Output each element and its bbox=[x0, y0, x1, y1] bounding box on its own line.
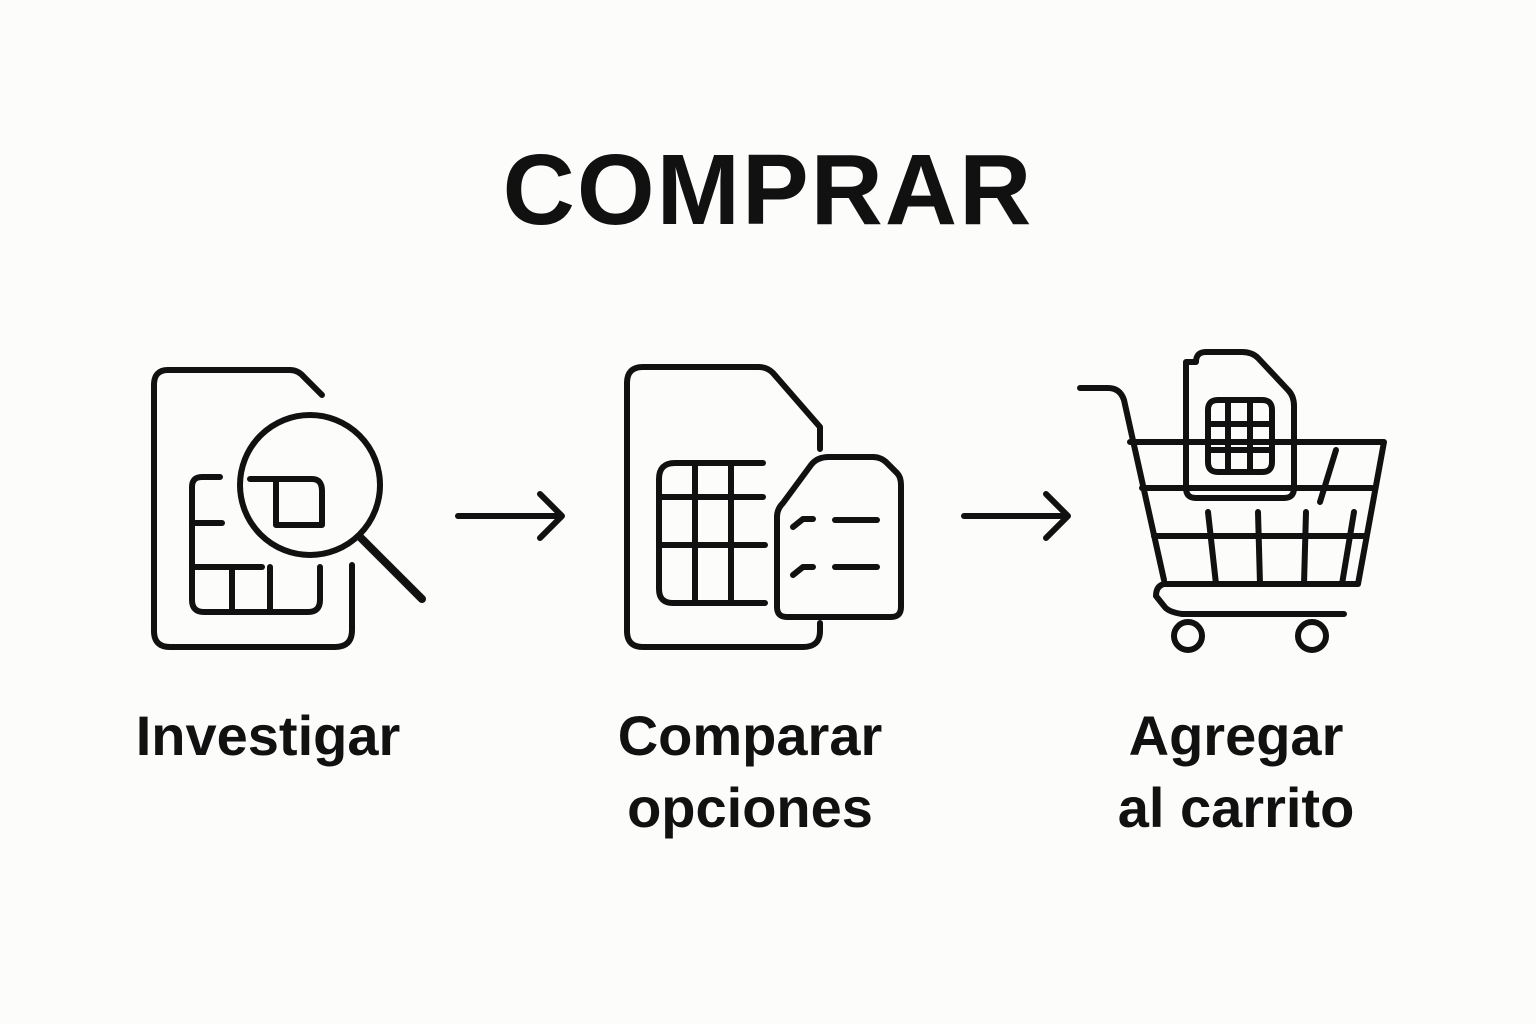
step-label-line: Agregar bbox=[1128, 704, 1344, 767]
step-label-line: al carrito bbox=[1117, 776, 1355, 839]
sim-cards-compare-icon bbox=[624, 364, 904, 650]
arrow-right-icon bbox=[961, 491, 1071, 541]
step-label-investigar: Investigar bbox=[58, 700, 478, 772]
arrow-right-icon bbox=[455, 491, 565, 541]
step-label-line: opciones bbox=[627, 776, 873, 839]
diagram-title: COMPRAR bbox=[502, 134, 1034, 246]
step-label-line: Comparar bbox=[617, 704, 883, 767]
sim-card-magnifier-icon bbox=[151, 367, 426, 650]
step-label-comparar-opciones: Comparar opciones bbox=[540, 700, 960, 844]
shopping-cart-sim-icon bbox=[1077, 349, 1387, 653]
step-label-agregar-al-carrito: Agregar al carrito bbox=[1026, 700, 1446, 844]
step-label-line: Investigar bbox=[135, 704, 401, 767]
